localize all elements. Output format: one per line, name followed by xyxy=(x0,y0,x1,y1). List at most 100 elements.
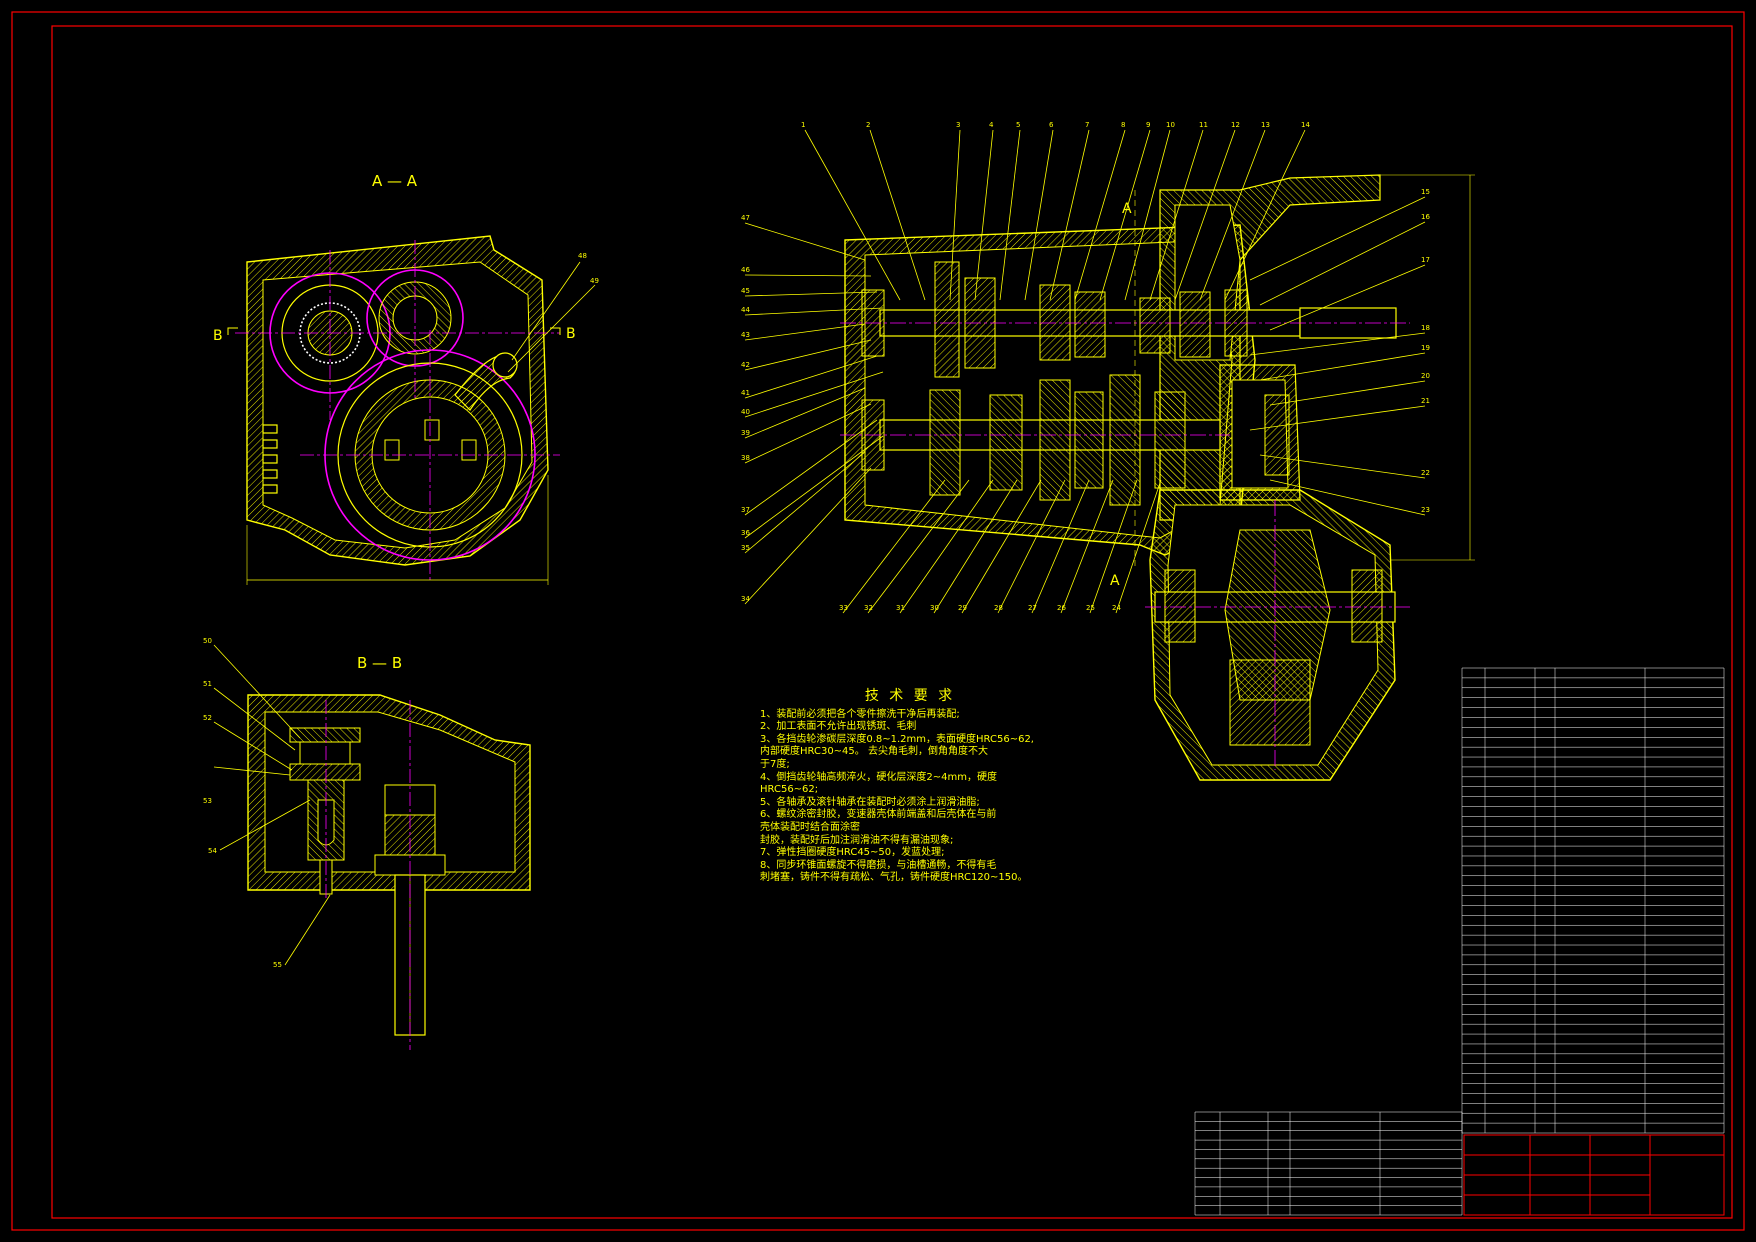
callout-11: 11 xyxy=(1199,121,1208,129)
leader-line xyxy=(1099,129,1151,301)
callout-15: 15 xyxy=(1421,188,1430,196)
callout-37: 37 xyxy=(741,506,750,514)
callout-10: 10 xyxy=(1166,121,1175,129)
callout-48: 48 xyxy=(578,252,587,260)
callout-54: 54 xyxy=(208,847,217,855)
leader-line xyxy=(1089,479,1138,614)
callout-30: 30 xyxy=(930,604,939,612)
callout-27: 27 xyxy=(1028,604,1037,612)
callout-21: 21 xyxy=(1421,397,1430,405)
leader-line xyxy=(1259,221,1426,306)
leader-line xyxy=(997,479,1066,614)
callout-9: 9 xyxy=(1146,121,1150,129)
leader-line xyxy=(804,129,901,301)
leader-line xyxy=(744,291,878,297)
leader-line xyxy=(1149,129,1204,301)
callout-14: 14 xyxy=(1301,121,1310,129)
view-section-aa: A — A xyxy=(213,172,599,585)
callout-7: 7 xyxy=(1085,121,1089,129)
callout-20: 20 xyxy=(1421,372,1430,380)
leader-line xyxy=(1249,332,1426,356)
req-line: 封胶，装配好后加注润滑油不得有漏油现象; xyxy=(760,834,954,846)
callout-3: 3 xyxy=(956,121,960,129)
callout-50: 50 xyxy=(203,637,212,645)
callout-12: 12 xyxy=(1231,121,1240,129)
leader-line xyxy=(842,479,946,614)
leader-line xyxy=(744,274,872,277)
callout-29: 29 xyxy=(958,604,967,612)
leader-line xyxy=(999,129,1021,301)
req-line: HRC56~62; xyxy=(760,784,819,796)
cut-mark-a-bottom: A xyxy=(1110,573,1120,589)
req-line: 壳体装配时结合面涂密 xyxy=(760,821,860,833)
leader-line xyxy=(744,419,878,516)
req-line: 于7度; xyxy=(760,758,790,770)
req-line: 8、同步环锥面螺旋不得磨损，与油槽通畅，不得有毛 xyxy=(760,859,997,871)
leader-line xyxy=(899,479,994,614)
callout-28: 28 xyxy=(994,604,1003,612)
leader-line xyxy=(1269,479,1426,516)
technical-requirements-title: 技 术 要 求 xyxy=(864,688,956,704)
leader-line xyxy=(867,479,970,614)
callout-49: 49 xyxy=(590,277,599,285)
parts-list-table xyxy=(1194,667,1725,1216)
callout-16: 16 xyxy=(1421,213,1430,221)
leader-line xyxy=(1269,380,1426,406)
callout-42: 42 xyxy=(741,361,750,369)
callout-32: 32 xyxy=(864,604,873,612)
req-line: 4、倒挡齿轮轴高频淬火，硬化层深度2~4mm，硬度 xyxy=(760,771,997,783)
callout-46: 46 xyxy=(741,266,750,274)
leader-line xyxy=(744,451,866,554)
leader-line xyxy=(744,323,866,341)
callout-22: 22 xyxy=(1421,469,1430,477)
callout-39: 39 xyxy=(741,429,750,437)
callout-36: 36 xyxy=(741,529,750,537)
leader-line xyxy=(1174,129,1236,301)
callout-34: 34 xyxy=(741,595,750,603)
req-line: 1、装配前必须把各个零件擦洗干净后再装配; xyxy=(760,708,960,720)
leader-line xyxy=(1199,129,1266,301)
callout-33: 33 xyxy=(839,604,848,612)
callout-40: 40 xyxy=(741,408,750,416)
callout-47: 47 xyxy=(741,214,750,222)
callout-13: 13 xyxy=(1261,121,1270,129)
callout-35: 35 xyxy=(741,544,750,552)
cut-mark-b-left: B xyxy=(213,328,223,344)
leader-line xyxy=(949,129,961,301)
callout-25: 25 xyxy=(1086,604,1095,612)
leader-line xyxy=(744,371,884,418)
leader-line xyxy=(1269,264,1426,331)
callout-51: 51 xyxy=(203,680,212,688)
callout-5: 5 xyxy=(1016,121,1020,129)
req-line: 内部硬度HRC30~45。 去尖角毛刺，倒角角度不大 xyxy=(760,746,988,758)
callout-44: 44 xyxy=(741,306,750,314)
leader-line xyxy=(744,435,884,539)
callout-17: 17 xyxy=(1421,256,1430,264)
leader-line xyxy=(1124,129,1171,301)
callout-38: 38 xyxy=(741,454,750,462)
leader-line xyxy=(974,129,994,301)
leader-line xyxy=(1049,129,1090,301)
callout-55: 55 xyxy=(273,961,282,969)
req-line: 6、螺纹涂密封胶，变速器壳体前端盖和后壳体在与前 xyxy=(760,809,997,821)
req-line: 3、各挡齿轮渗碳层深度0.8~1.2mm，表面硬度HRC56~62, xyxy=(760,733,1034,745)
callout-26: 26 xyxy=(1057,604,1066,612)
leader-line xyxy=(961,479,1042,614)
inner-border xyxy=(51,25,1733,1219)
leader-line xyxy=(744,387,866,439)
section-aa-title: A — A xyxy=(372,172,418,190)
view-section-bb: B — B 50 51 52 53 54 55 xyxy=(203,637,531,1050)
callout-43: 43 xyxy=(741,331,750,339)
callout-45: 45 xyxy=(741,287,750,295)
outer-border xyxy=(11,11,1745,1231)
leader-line xyxy=(744,307,884,316)
callout-31: 31 xyxy=(896,604,905,612)
callout-4: 4 xyxy=(989,121,994,129)
callout-2: 2 xyxy=(866,121,870,129)
callout-18: 18 xyxy=(1421,324,1430,332)
leader-line xyxy=(744,222,866,261)
leader-line xyxy=(1249,405,1426,431)
leader-line xyxy=(744,403,872,464)
